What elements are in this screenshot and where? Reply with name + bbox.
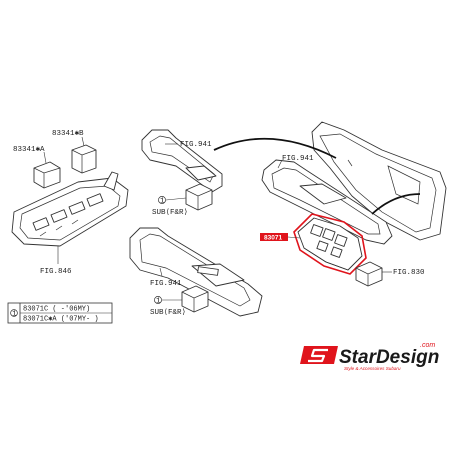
label-fig941-mid: FIG.941 (282, 155, 314, 163)
door-trim-top-fig941 (141, 129, 223, 193)
label-fig846: FIG.846 (40, 268, 72, 276)
legend-table: 1 83071C ( -'06MY) 83071C✱A ('07MY- ) (7, 302, 113, 324)
label-sub-top: SUB⟨F&R⟩ (152, 208, 188, 217)
logo-brand: StarDesign (339, 347, 439, 368)
power-window-switch-83071 (297, 217, 363, 271)
legend-row-2: 83071C✱A ('07MY- ) (23, 316, 99, 324)
label-83341-a: 83341✱A (13, 146, 45, 154)
callout-circle-bottom (154, 296, 162, 304)
highlight-tag (260, 233, 288, 241)
callout-1-bottom: 1 (156, 298, 161, 306)
logo-tagline: Style & Accessoires Subaru (344, 366, 401, 371)
armrest-panel-fig846 (11, 171, 129, 247)
connector-curve-right (371, 193, 421, 215)
legend-row-1: 83071C ( -'06MY) (23, 306, 90, 314)
door-panel (311, 121, 447, 241)
label-83341-b: 83341✱B (52, 130, 84, 138)
highlight-tag-text: 83071 (264, 235, 282, 242)
clip-83341-a (33, 161, 61, 189)
label-fig941-bottom: FIG.941 (150, 280, 182, 288)
switch-fig830 (355, 261, 383, 287)
callout-1-top: 1 (160, 198, 165, 206)
clip-83341-b (71, 144, 97, 174)
door-trim-bottom-fig941 (129, 227, 263, 317)
label-fig941-top: FIG.941 (180, 141, 212, 149)
sub-switch-top (185, 183, 213, 211)
callout-circle-top (158, 196, 166, 204)
label-fig830: FIG.830 (393, 269, 425, 277)
connector-curve-top (213, 137, 337, 159)
label-sub-bottom: SUB⟨F&R⟩ (150, 308, 186, 317)
door-trim-right-fig941 (261, 159, 393, 245)
stardesign-logo: .com StarDesign Style & Accessoires Suba… (300, 342, 439, 371)
sub-switch-bottom (181, 285, 209, 313)
legend-index: 1 (12, 311, 16, 319)
logo-domain: .com (420, 342, 435, 349)
highlight-outline (293, 213, 367, 275)
